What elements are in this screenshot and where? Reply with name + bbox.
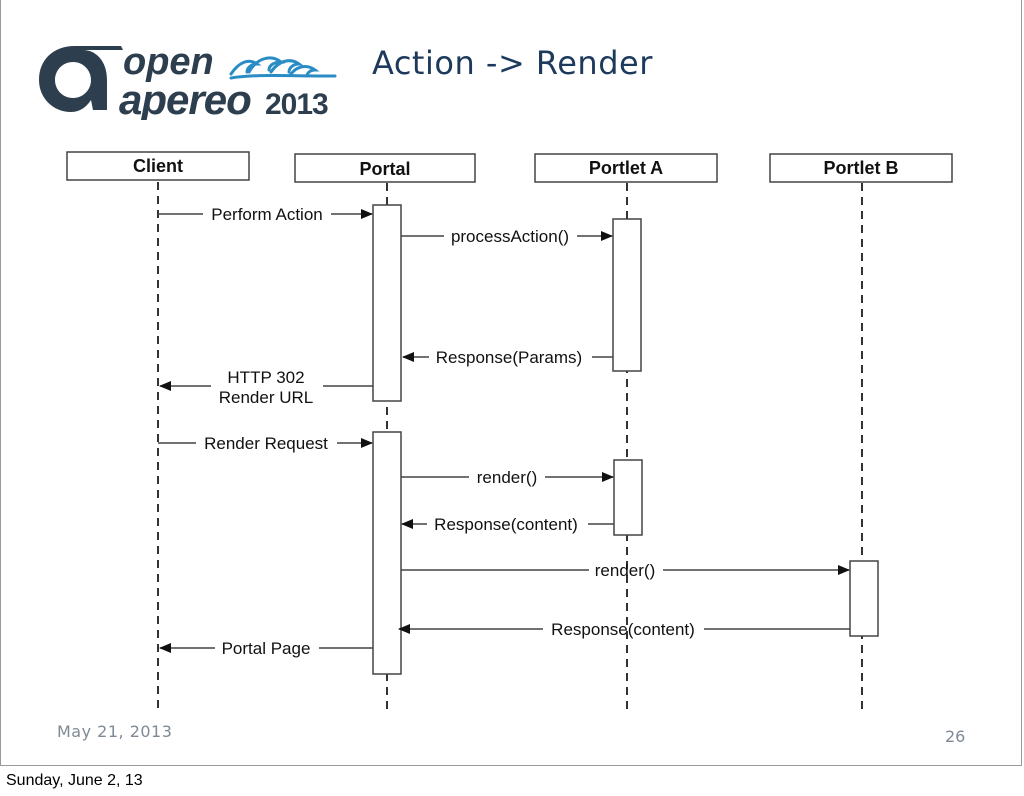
message-render-portlet-a: render() bbox=[401, 468, 614, 487]
message-http-302: HTTP 302 Render URL bbox=[159, 368, 373, 407]
activation-portlet-b-1 bbox=[849, 560, 879, 637]
logo-open-text: open bbox=[123, 41, 214, 83]
wave-icon bbox=[229, 56, 337, 80]
activation-portlet-a-2 bbox=[613, 459, 643, 536]
message-label: Response(Params) bbox=[436, 348, 582, 367]
message-render-portlet-b: render() bbox=[401, 561, 850, 580]
participant-portlet-b-label: Portlet B bbox=[823, 158, 898, 178]
message-label: Render Request bbox=[204, 434, 328, 453]
participant-portlet-b: Portlet B bbox=[769, 153, 953, 183]
participant-client-label: Client bbox=[133, 156, 183, 176]
page-number: 26 bbox=[945, 727, 966, 746]
slide-date: May 21, 2013 bbox=[57, 722, 173, 741]
message-render-request: Render Request bbox=[158, 434, 373, 453]
message-label: processAction() bbox=[451, 227, 569, 246]
logo-apereo-text: apereo bbox=[119, 76, 251, 120]
activation-portlet-a-1 bbox=[612, 218, 642, 372]
message-perform-action: Perform Action bbox=[158, 205, 373, 224]
participant-portal: Portal bbox=[294, 153, 476, 183]
message-portal-page: Portal Page bbox=[159, 639, 373, 658]
message-label: render() bbox=[595, 561, 655, 580]
activation-portal-1 bbox=[372, 204, 402, 402]
print-date: Sunday, June 2, 13 bbox=[6, 772, 143, 789]
message-label: Perform Action bbox=[211, 205, 323, 224]
message-label: Response(content) bbox=[551, 620, 695, 639]
open-apereo-logo: open apereo 2013 bbox=[39, 41, 337, 120]
message-label: render() bbox=[477, 468, 537, 487]
message-response-params: Response(Params) bbox=[402, 348, 613, 367]
message-label: Portal Page bbox=[222, 639, 311, 658]
message-response-content-a: Response(content) bbox=[401, 515, 614, 534]
message-process-action: processAction() bbox=[401, 227, 613, 246]
activations bbox=[372, 204, 879, 675]
apereo-swoosh-icon bbox=[39, 46, 123, 112]
message-response-content-b: Response(content) bbox=[398, 620, 850, 639]
message-label-line2: Render URL bbox=[219, 388, 314, 407]
slide-title: Action -> Render bbox=[372, 44, 653, 82]
participant-portlet-a-label: Portlet A bbox=[589, 158, 663, 178]
message-label-line1: HTTP 302 bbox=[227, 368, 304, 387]
activation-portal-2 bbox=[372, 431, 402, 675]
participant-portlet-a: Portlet A bbox=[534, 153, 718, 183]
participant-portal-label: Portal bbox=[359, 159, 410, 179]
sequence-diagram: Client Portal Portlet A Portlet B bbox=[66, 151, 953, 712]
slide: open apereo 2013 Action -> Render Client… bbox=[0, 0, 1022, 766]
participant-client: Client bbox=[66, 151, 250, 181]
logo-year-text: 2013 bbox=[265, 88, 328, 120]
message-label: Response(content) bbox=[434, 515, 578, 534]
